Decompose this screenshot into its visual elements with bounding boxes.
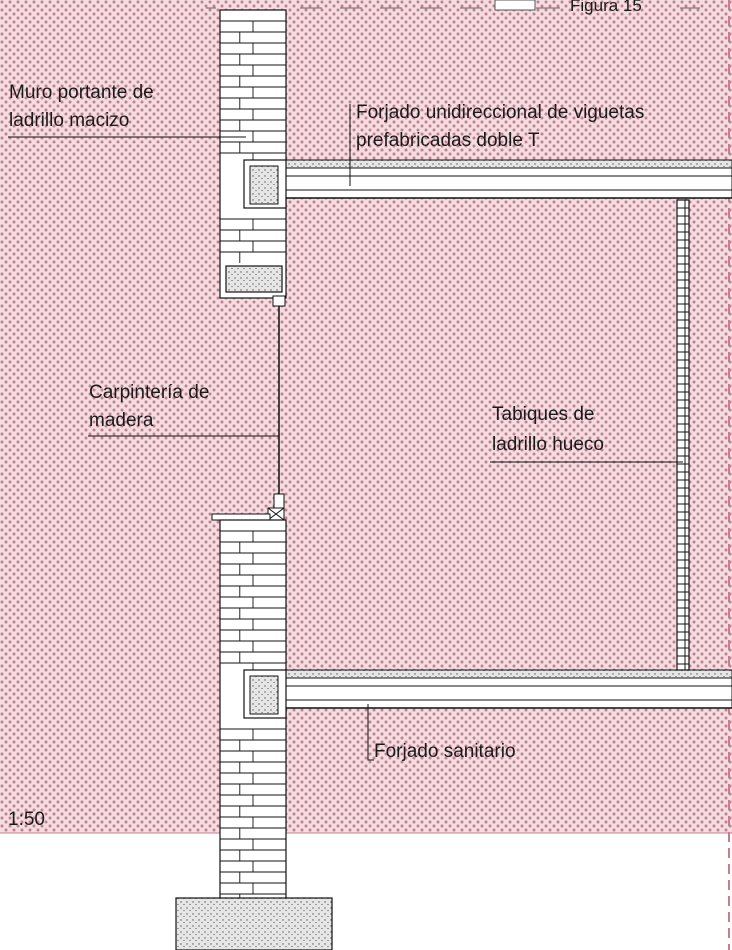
label-forjado-line2: prefabricadas doble T bbox=[356, 130, 540, 151]
label-forjado-sanitario: Forjado sanitario bbox=[374, 741, 516, 762]
header-box bbox=[494, 0, 536, 11]
leader-lines bbox=[8, 104, 683, 761]
label-forjado-line1: Forjado unidireccional de viguetas bbox=[356, 102, 645, 123]
window-sill bbox=[211, 513, 271, 521]
foundation-footing bbox=[175, 897, 333, 950]
label-tabiques-line1: Tabiques de bbox=[492, 404, 595, 425]
label-muro-line1: Muro portante de bbox=[9, 82, 154, 103]
label-carpinteria-line1: Carpintería de bbox=[89, 382, 210, 403]
label-carpinteria-line2: madera bbox=[89, 410, 154, 431]
label-tabiques-line2: ladrillo hueco bbox=[492, 434, 604, 455]
wooden-window-frame bbox=[267, 295, 286, 521]
hollow-brick-partition bbox=[676, 199, 690, 671]
upper-lintel bbox=[225, 265, 283, 293]
label-muro-line2: ladrillo macizo bbox=[9, 110, 130, 131]
scale-label: 1:50 bbox=[8, 809, 45, 830]
upper-ring-beam bbox=[243, 159, 287, 209]
upper-brick-wall bbox=[219, 9, 287, 299]
lower-ring-beam bbox=[243, 669, 287, 719]
figure-label: Figura 15 bbox=[570, 0, 642, 15]
upper-floor-slab bbox=[285, 159, 732, 199]
ground-floor-slab bbox=[285, 669, 732, 709]
